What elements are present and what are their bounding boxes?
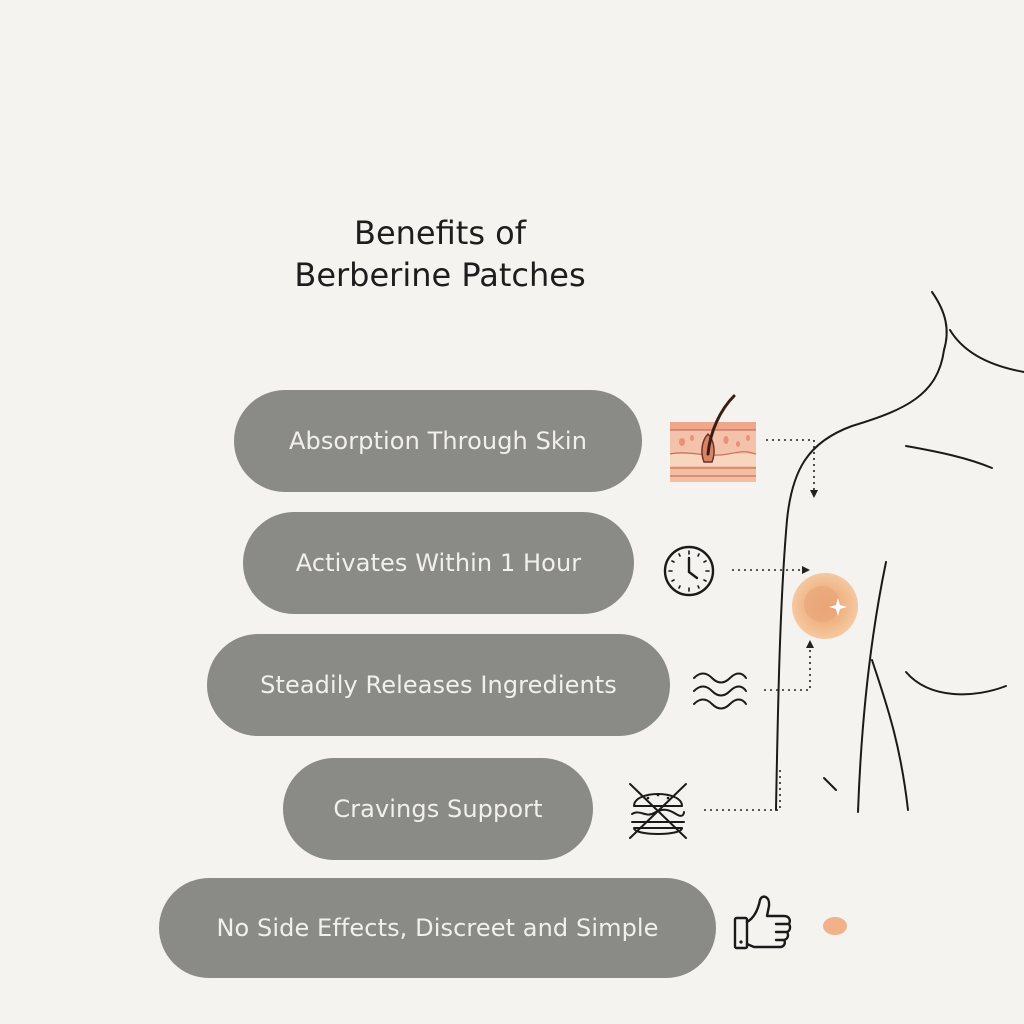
benefit-pill-cravings: Cravings Support <box>283 758 593 860</box>
benefit-pill-absorption: Absorption Through Skin <box>234 390 642 492</box>
lower-chest-line <box>905 671 1007 696</box>
patch-inner-circle <box>804 586 840 622</box>
benefit-label: Activates Within 1 Hour <box>295 549 582 577</box>
title-line-1: Benefits of <box>354 214 526 252</box>
waves-icon <box>693 672 747 710</box>
small-tick-line <box>823 777 837 791</box>
benefit-pill-releases: Steadily Releases Ingredients <box>207 634 670 736</box>
arrowhead-1 <box>810 490 818 498</box>
torso-side-line <box>857 561 887 813</box>
connector-3 <box>764 646 811 691</box>
diagram-title: Benefits of Berberine Patches <box>240 212 640 296</box>
title-line-2: Berberine Patches <box>294 256 586 294</box>
clock-icon <box>663 545 715 597</box>
sparkle-icon <box>829 598 847 616</box>
benefit-label: Steadily Releases Ingredients <box>260 671 617 699</box>
neck-line <box>931 291 948 351</box>
neck-inner-line <box>949 329 1024 373</box>
chest-line <box>905 445 993 469</box>
connector-1 <box>766 439 815 492</box>
shoulder-arm-line <box>775 349 945 811</box>
benefit-pill-activates: Activates Within 1 Hour <box>243 512 634 614</box>
no-burger-icon <box>629 783 687 839</box>
benefit-label: No Side Effects, Discreet and Simple <box>216 914 659 942</box>
skin-layers-icon <box>669 394 757 482</box>
benefit-label: Cravings Support <box>333 795 543 823</box>
arrowhead-2 <box>802 566 810 574</box>
arrowhead-3 <box>806 640 814 648</box>
benefit-pill-no-side-effects: No Side Effects, Discreet and Simple <box>159 878 716 978</box>
thumbs-up-icon <box>733 895 792 950</box>
inner-arm-line <box>871 659 909 811</box>
patch-circle <box>792 573 858 639</box>
small-patch-dot <box>823 917 847 935</box>
benefit-label: Absorption Through Skin <box>288 427 588 455</box>
connector-4 <box>704 768 781 811</box>
